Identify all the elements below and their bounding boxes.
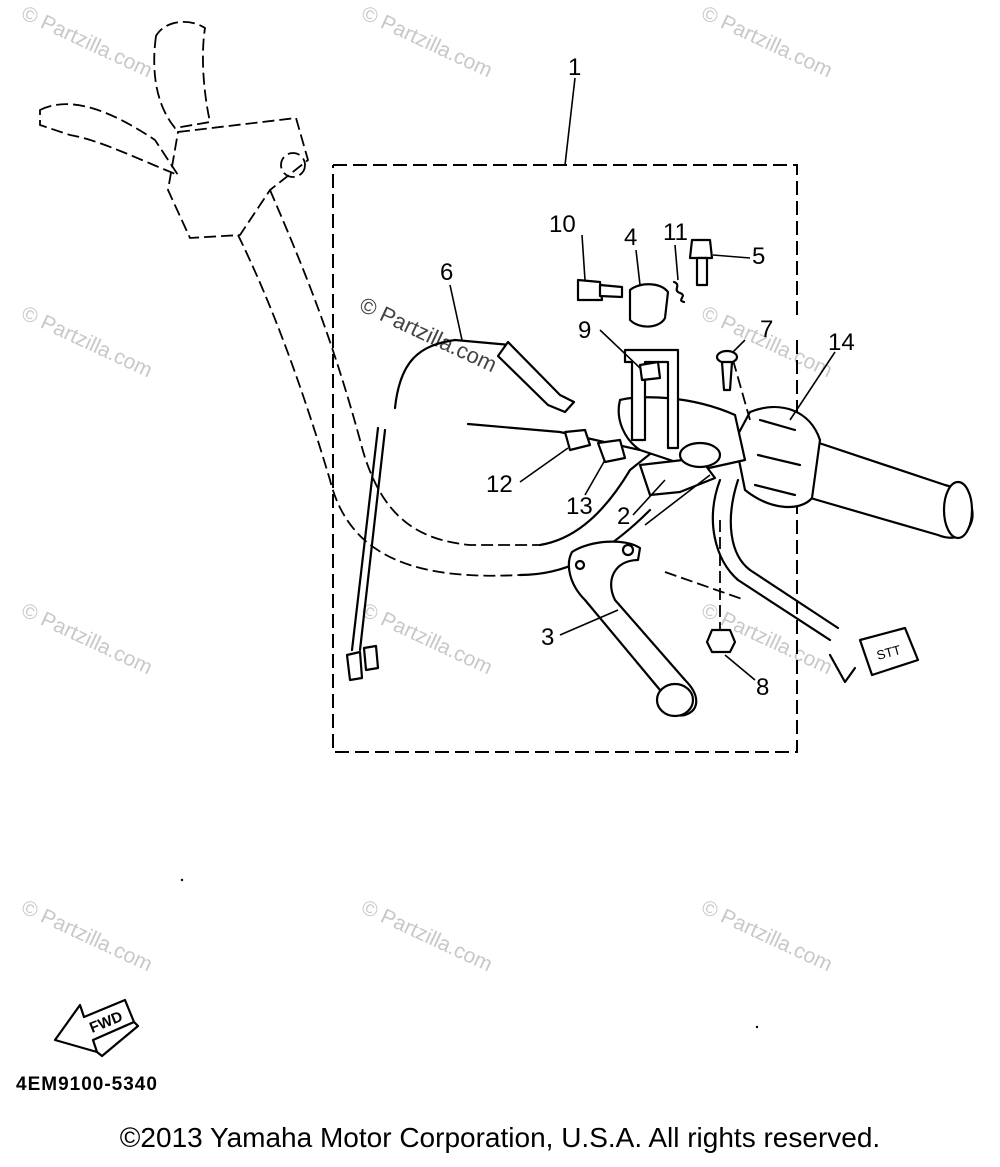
watermark: © Partzilla.com bbox=[698, 896, 836, 977]
callout-7: 7 bbox=[760, 316, 773, 343]
watermark: © Partzilla.com bbox=[18, 599, 156, 680]
bolt bbox=[688, 238, 714, 287]
diagram-code: 4EM9100-5340 bbox=[16, 1074, 158, 1095]
callout-4: 4 bbox=[624, 224, 637, 251]
spring bbox=[672, 280, 686, 304]
clutch-cable-end bbox=[466, 422, 642, 464]
clamp bbox=[628, 283, 670, 328]
leader-lines bbox=[449, 77, 836, 681]
pin bbox=[576, 278, 624, 302]
handlebar bbox=[538, 428, 682, 547]
switch-cable bbox=[345, 338, 576, 682]
watermark: © Partzilla.com bbox=[358, 2, 496, 83]
screw bbox=[715, 349, 739, 392]
callout-11: 11 bbox=[663, 219, 688, 246]
fwd-arrow-icon: FWD bbox=[53, 998, 140, 1058]
callout-5: 5 bbox=[752, 243, 765, 270]
watermark: © Partzilla.com bbox=[18, 302, 156, 383]
callout-13: 13 bbox=[566, 493, 593, 520]
callouts: 1 2 3 4 5 6 7 8 9 10 11 12 13 14 bbox=[440, 54, 855, 701]
guide-line bbox=[664, 571, 746, 601]
callout-3: 3 bbox=[541, 624, 554, 651]
assembly-boundary bbox=[332, 164, 798, 753]
handlebar-reference bbox=[39, 21, 540, 577]
clutch-lever bbox=[567, 540, 698, 718]
right-grip bbox=[798, 438, 974, 540]
callout-8: 8 bbox=[756, 674, 769, 701]
guide-line bbox=[732, 359, 751, 421]
watermark: © Partzilla.com bbox=[698, 2, 836, 83]
lever-holder bbox=[617, 396, 747, 497]
copyright-notice: ©2013 Yamaha Motor Corporation, U.S.A. A… bbox=[119, 1122, 881, 1153]
speck bbox=[755, 1025, 759, 1029]
start-switch-lead bbox=[711, 478, 920, 684]
callout-1: 1 bbox=[568, 54, 581, 81]
watermark: © Partzilla.com bbox=[18, 2, 156, 83]
callout-9: 9 bbox=[578, 317, 591, 344]
watermark-center: © Partzilla.com bbox=[356, 292, 501, 377]
callout-12: 12 bbox=[486, 471, 513, 498]
watermark-group: © Partzilla.com © Partzilla.com © Partzi… bbox=[18, 2, 836, 977]
watermark: © Partzilla.com bbox=[358, 896, 496, 977]
connector-label: STT bbox=[875, 642, 903, 663]
callout-10: 10 bbox=[549, 211, 576, 238]
callout-14: 14 bbox=[828, 329, 855, 356]
throttle-housing bbox=[733, 405, 822, 509]
watermark: © Partzilla.com bbox=[18, 896, 156, 977]
speck bbox=[180, 878, 184, 882]
bracket bbox=[623, 348, 680, 450]
callout-2: 2 bbox=[617, 503, 630, 530]
callout-6: 6 bbox=[440, 259, 453, 286]
nut bbox=[705, 628, 737, 654]
